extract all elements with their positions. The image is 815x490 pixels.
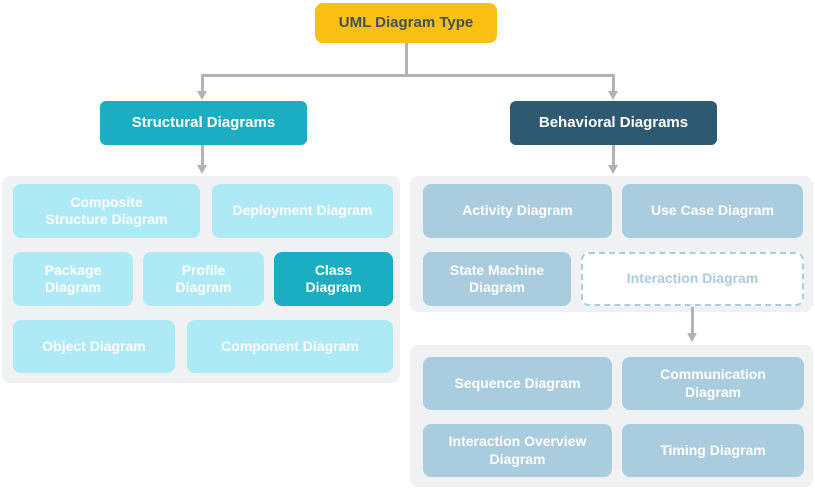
- structural-diagrams-header: Structural Diagrams: [100, 101, 307, 145]
- arrowhead-structural: [196, 91, 207, 100]
- connector-drop-behavioral: [611, 74, 615, 92]
- node-label: Interaction Overview Diagram: [448, 433, 587, 467]
- connector-behavioral-to-panel: [611, 145, 615, 166]
- node-label: Communication Diagram: [660, 366, 766, 400]
- node-label: Activity Diagram: [462, 202, 573, 219]
- connector-root-stem: [404, 43, 408, 76]
- node-deployment-diagram: Deployment Diagram: [212, 184, 393, 238]
- node-label: Composite Structure Diagram: [45, 193, 168, 228]
- node-class-diagram-highlighted: Class Diagram: [274, 252, 393, 306]
- node-composite-structure-diagram: Composite Structure Diagram: [13, 184, 200, 238]
- connector-branch-horizontal: [200, 74, 615, 77]
- node-timing-diagram: Timing Diagram: [622, 424, 804, 477]
- structural-header-label: Structural Diagrams: [131, 113, 276, 131]
- node-label: Class Diagram: [305, 261, 362, 296]
- connector-structural-to-panel: [200, 145, 204, 166]
- behavioral-diagrams-header: Behavioral Diagrams: [510, 101, 717, 145]
- node-label: Object Diagram: [42, 337, 146, 354]
- arrowhead-structural-panel: [196, 165, 207, 174]
- connector-interaction-to-panel: [690, 307, 694, 334]
- node-label: Timing Diagram: [660, 441, 766, 458]
- node-label: Interaction Diagram: [626, 270, 759, 287]
- node-communication-diagram: Communication Diagram: [622, 357, 804, 410]
- node-activity-diagram: Activity Diagram: [423, 184, 612, 238]
- node-component-diagram: Component Diagram: [187, 320, 393, 373]
- arrowhead-interaction-panel: [686, 333, 697, 342]
- arrowhead-behavioral-panel: [607, 165, 618, 174]
- node-profile-diagram: Profile Diagram: [143, 252, 264, 306]
- arrowhead-behavioral: [607, 91, 618, 100]
- root-node-label: UML Diagram Type: [338, 13, 474, 31]
- node-sequence-diagram: Sequence Diagram: [423, 357, 612, 410]
- node-package-diagram: Package Diagram: [13, 252, 133, 306]
- node-state-machine-diagram: State Machine Diagram: [423, 252, 571, 306]
- node-label: Use Case Diagram: [651, 202, 774, 219]
- node-label: Component Diagram: [221, 337, 359, 354]
- node-label: Package Diagram: [44, 261, 102, 296]
- node-label: Sequence Diagram: [454, 374, 581, 391]
- node-label: Deployment Diagram: [232, 202, 373, 219]
- behavioral-header-label: Behavioral Diagrams: [538, 113, 689, 131]
- node-interaction-overview-diagram: Interaction Overview Diagram: [423, 424, 612, 477]
- node-object-diagram: Object Diagram: [13, 320, 175, 373]
- node-interaction-diagram: Interaction Diagram: [581, 252, 804, 306]
- node-use-case-diagram: Use Case Diagram: [622, 184, 803, 238]
- node-label: State Machine Diagram: [449, 261, 545, 296]
- connector-drop-structural: [200, 74, 204, 92]
- root-node-uml-diagram-type: UML Diagram Type: [315, 3, 497, 43]
- node-label: Profile Diagram: [175, 261, 232, 296]
